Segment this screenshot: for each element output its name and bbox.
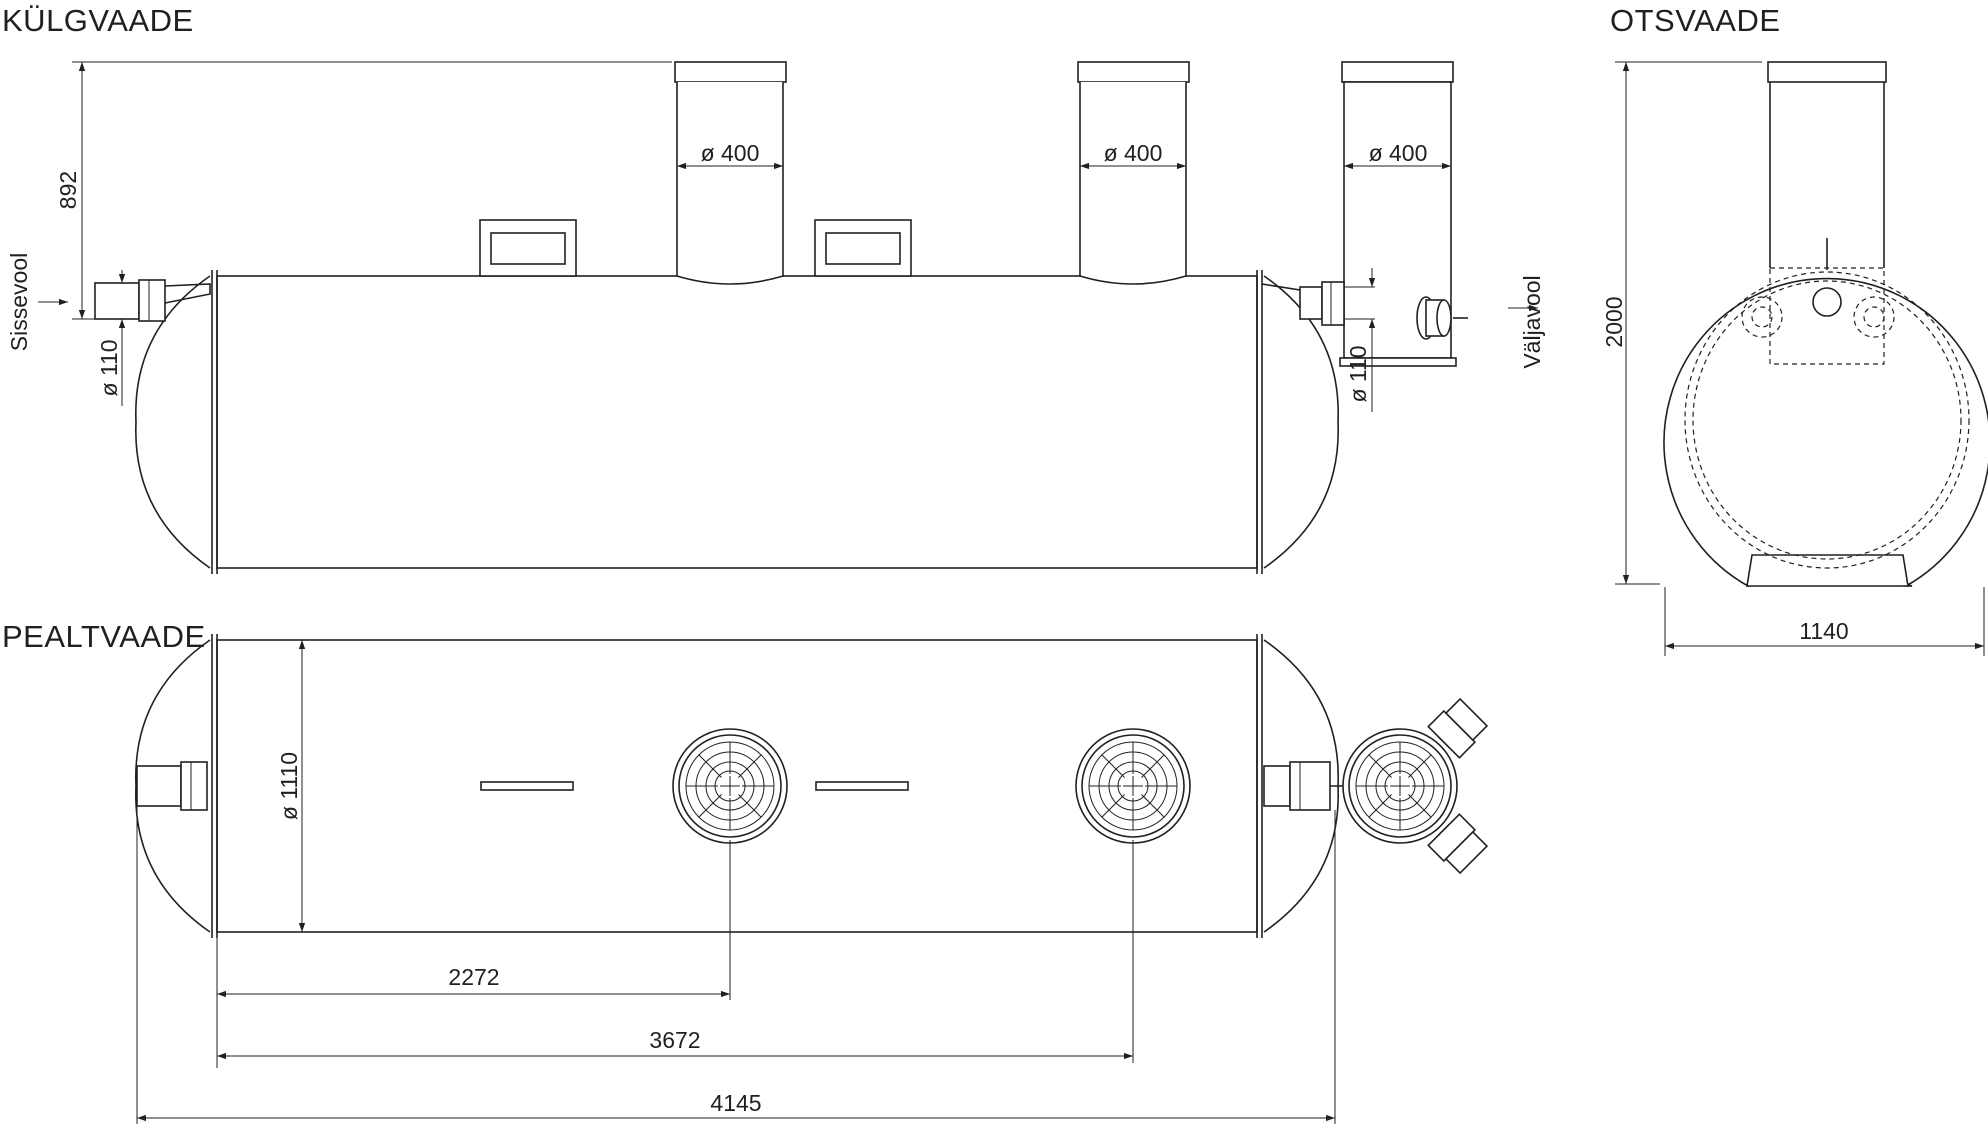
dim-dist-1: 2272 — [448, 964, 499, 990]
dim-dist-2: 3672 — [649, 1027, 700, 1053]
dim-overall-width: 1140 — [1799, 618, 1848, 644]
dim-overall-length: 4145 — [710, 1090, 761, 1116]
side-vent-box-1 — [479, 219, 577, 277]
outlet-flow-label: Väljavool — [1519, 275, 1545, 368]
side-view-title: KÜLGVAADE — [2, 3, 194, 38]
side-outlet-pipe — [1261, 281, 1345, 326]
dim-riser-height: 892 — [55, 171, 81, 209]
side-riser-2 — [1077, 61, 1190, 285]
top-view: ø 1110 2272 3672 4145 — [135, 634, 1489, 1124]
side-inlet-pipe — [94, 279, 211, 322]
dim-inlet-dia: ø 110 — [96, 339, 122, 396]
side-riser-1 — [674, 61, 787, 285]
end-view-outlet-pipe — [1812, 287, 1842, 317]
dim-riser-3-dia: ø 400 — [1369, 140, 1428, 166]
end-view-shell — [1663, 277, 1988, 588]
inlet-flow-label: Sissevool — [6, 253, 32, 351]
top-vent-slot-2 — [815, 781, 909, 791]
side-left-dome — [135, 275, 211, 569]
top-vent-slot-1 — [480, 781, 574, 791]
end-view: 2000 1140 — [1601, 61, 1988, 656]
top-view-title: PEALTVAADE — [2, 619, 206, 654]
dim-outlet-dia: ø 110 — [1345, 345, 1371, 402]
dim-riser-1-dia: ø 400 — [701, 140, 760, 166]
side-tank-body — [216, 275, 1258, 569]
dim-tank-dia: ø 1110 — [276, 752, 302, 820]
side-outlet-elbow — [1416, 296, 1468, 340]
top-riser-lid-3 — [1342, 728, 1458, 844]
top-outlet-pipe — [1263, 761, 1352, 811]
end-view-inner-wall — [1684, 271, 1970, 569]
top-riser-lid-2 — [1075, 728, 1191, 844]
dim-overall-height: 2000 — [1601, 296, 1627, 347]
top-riser-lid-1 — [672, 728, 788, 844]
side-vent-box-2 — [814, 219, 912, 277]
dim-riser-2-dia: ø 400 — [1104, 140, 1163, 166]
top-outlet-nozzles — [1427, 697, 1489, 875]
top-inlet-pipe — [136, 761, 208, 811]
side-view: 892 ø 110 ø 110 ø 400 ø 400 ø 400 Sissev… — [6, 61, 1545, 574]
end-view-title: OTSVAADE — [1610, 3, 1781, 38]
